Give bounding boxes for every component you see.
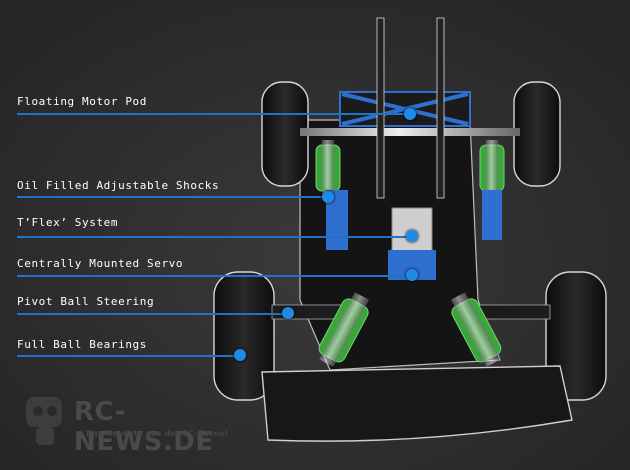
leader-line bbox=[17, 275, 409, 277]
label-central-servo: Centrally Mounted Servo bbox=[17, 257, 184, 270]
callout-dot bbox=[406, 269, 418, 281]
watermark-tagline: Das Neueste aus der RC-Szene! bbox=[86, 429, 229, 438]
rear-left-arm bbox=[326, 190, 348, 250]
front-left-shock bbox=[318, 292, 370, 367]
leader-line bbox=[17, 196, 325, 198]
leader-line bbox=[17, 113, 407, 115]
rear-right-arm bbox=[482, 190, 502, 240]
front-left-tire bbox=[213, 271, 275, 401]
leader-line bbox=[17, 313, 285, 315]
robot-mascot-icon bbox=[26, 397, 62, 445]
leader-line bbox=[17, 355, 237, 357]
leader-line bbox=[17, 236, 409, 238]
antenna-post-right bbox=[436, 17, 445, 199]
label-oil-filled-shocks: Oil Filled Adjustable Shocks bbox=[17, 179, 220, 192]
front-bumper bbox=[261, 365, 573, 442]
label-tflex-system: T’Flex’ System bbox=[17, 216, 119, 229]
callout-dot bbox=[282, 307, 294, 319]
label-floating-motor-pod: Floating Motor Pod bbox=[17, 95, 148, 108]
callout-dot bbox=[322, 191, 334, 203]
watermark-name: RC-NEWS.DE bbox=[74, 397, 214, 457]
front-right-shock bbox=[450, 292, 502, 367]
callout-dot bbox=[234, 349, 246, 361]
rear-axle bbox=[300, 128, 520, 136]
label-full-ball-bearings: Full Ball Bearings bbox=[17, 338, 148, 351]
watermark-logo: RC-NEWS.DE Das Neueste aus der RC-Szene! bbox=[20, 385, 240, 457]
callout-dot bbox=[406, 230, 418, 242]
antenna-post-left bbox=[376, 17, 385, 199]
rear-right-shock bbox=[479, 140, 505, 196]
rear-right-tire bbox=[513, 81, 561, 187]
label-pivot-ball-steering: Pivot Ball Steering bbox=[17, 295, 155, 308]
rear-left-shock bbox=[315, 140, 341, 196]
callout-dot bbox=[404, 108, 416, 120]
